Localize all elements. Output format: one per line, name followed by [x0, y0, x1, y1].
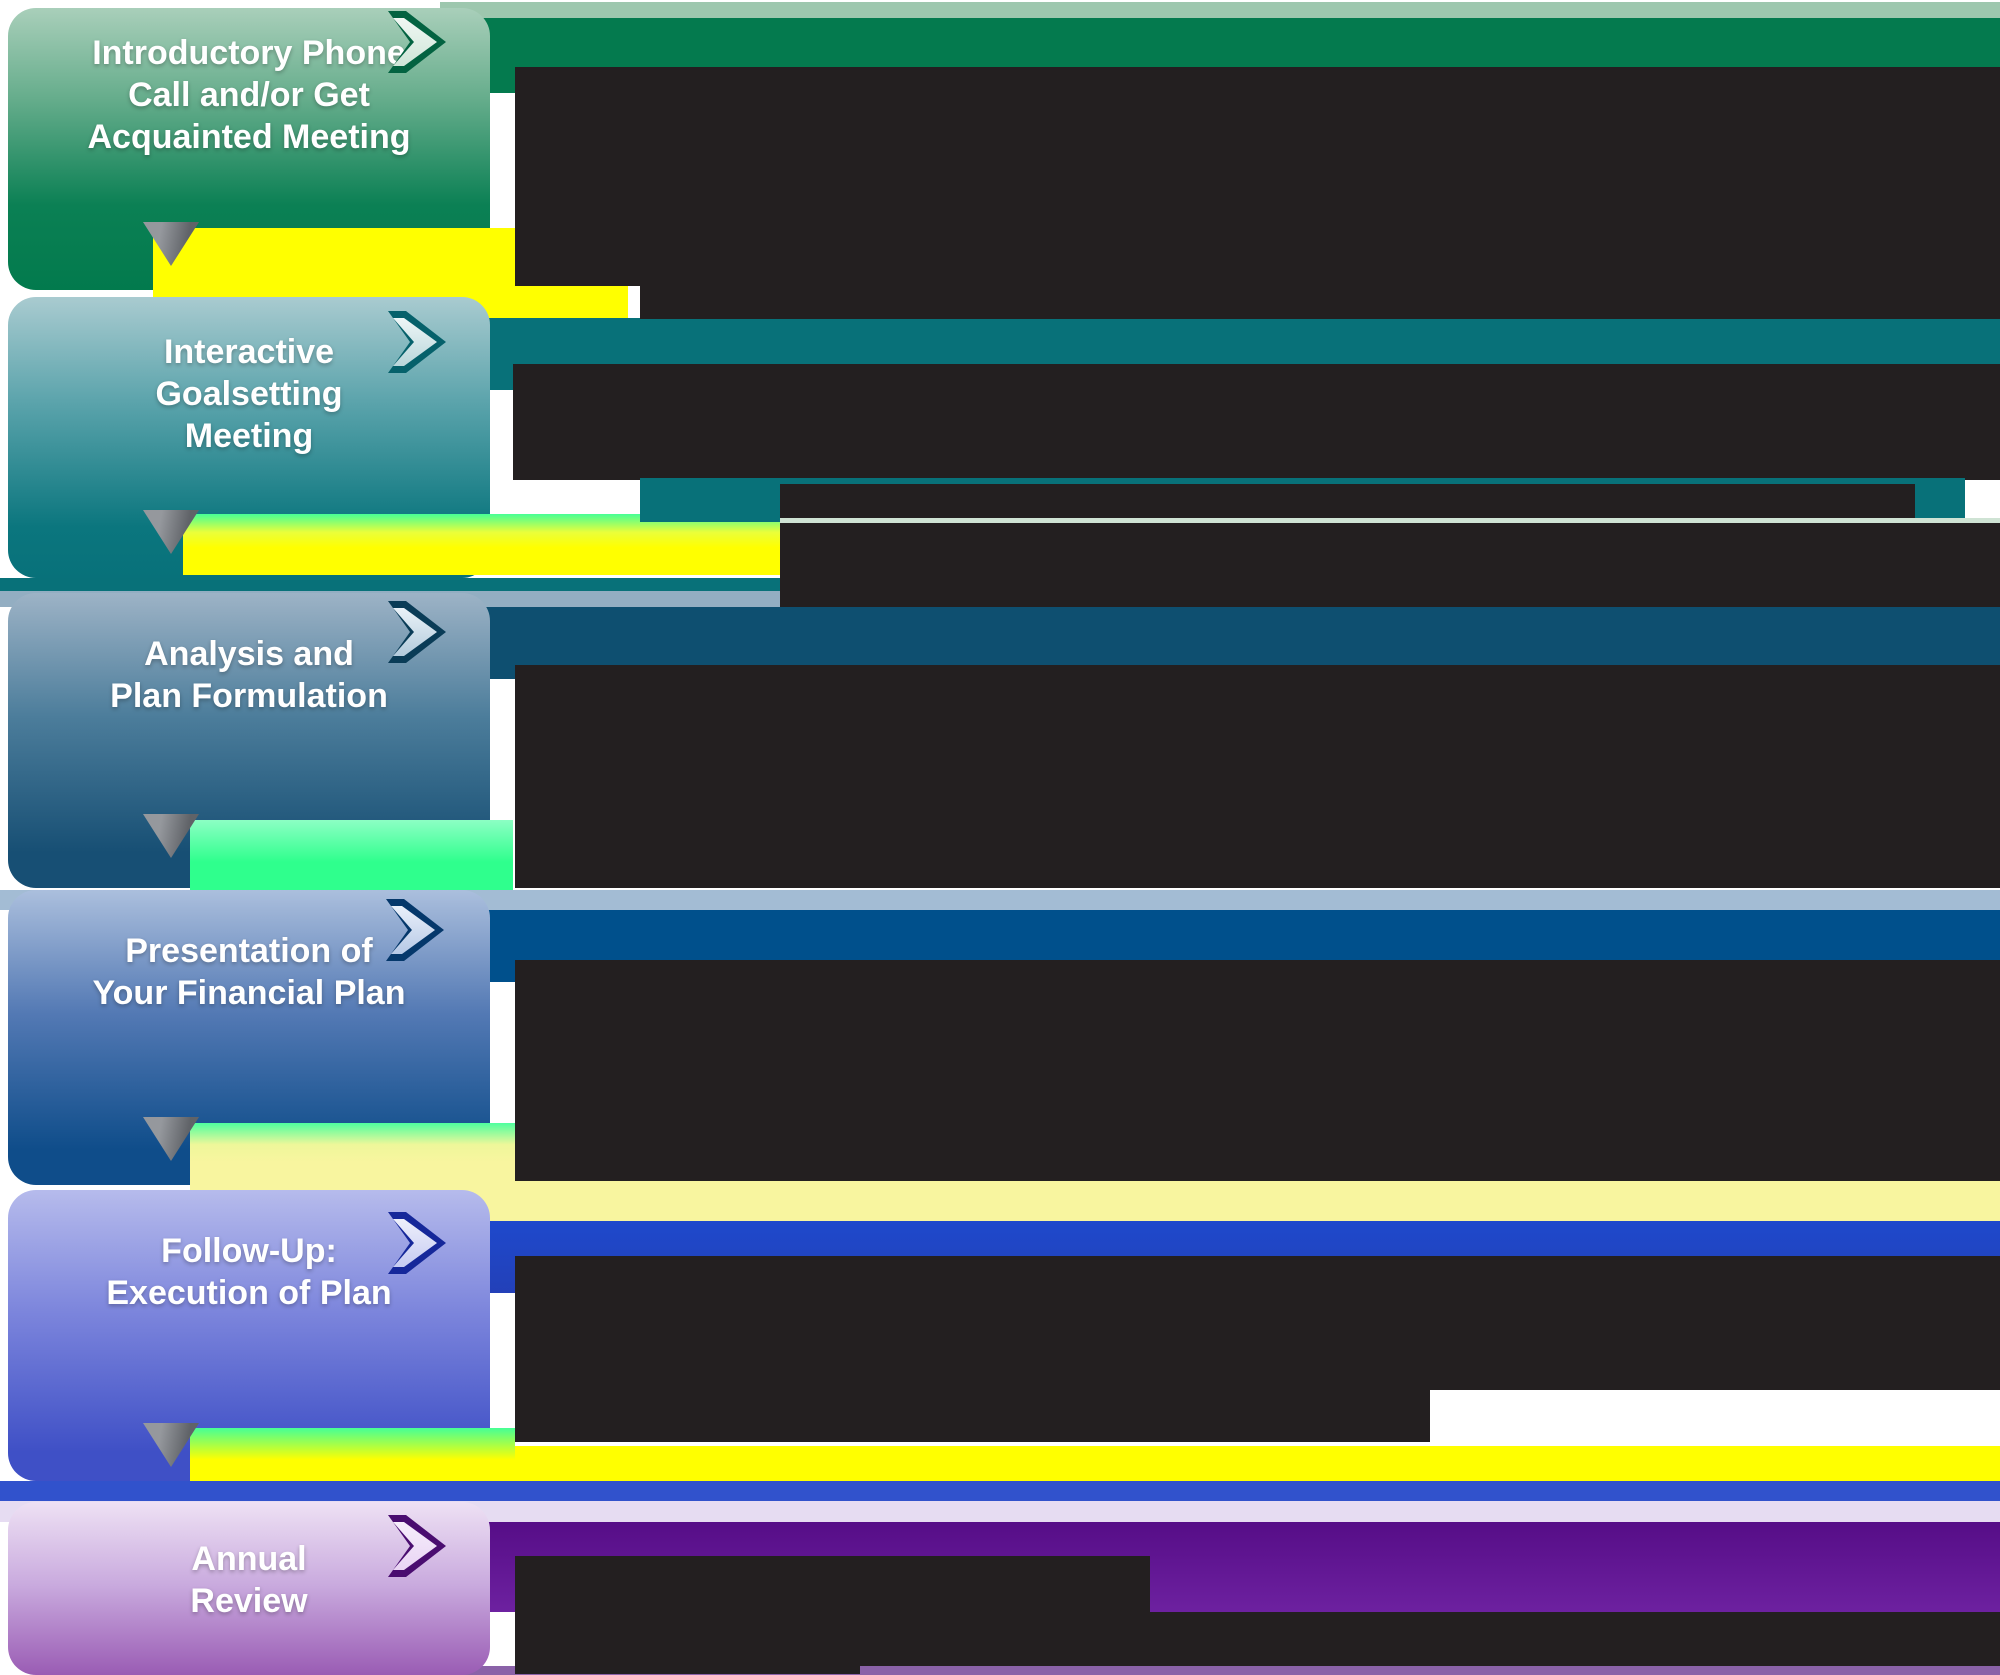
highlight-band-after-stage-4-right [515, 1181, 2000, 1221]
redacted-text-block-stage-6 [515, 1612, 2000, 1666]
stage-2-label: Interactive Goalsetting Meeting [155, 333, 343, 455]
highlight-band-after-stage-5-left [190, 1428, 515, 1481]
redacted-text-block-stage-4 [515, 960, 2000, 1181]
redacted-text-block-stage-6-tail [515, 1666, 860, 1674]
highlight-band-after-stage-3 [190, 820, 513, 890]
redacted-text-block-stage-2-lower [780, 523, 2000, 607]
stage-4-label: Presentation of Your Financial Plan [92, 932, 406, 1012]
redacted-text-block-stage-1 [515, 67, 2000, 286]
chevron-right-icon [388, 1212, 446, 1274]
redacted-heading-stage-2 [780, 484, 1915, 518]
chevron-right-icon [388, 1515, 446, 1577]
highlight-band-after-stage-2 [183, 514, 790, 575]
stage-1-label: Introductory Phone Call and/or Get Acqua… [87, 34, 411, 156]
redacted-text-block-stage-2 [513, 364, 2000, 480]
chevron-right-icon [386, 899, 444, 961]
stage-1-bar-bevel [440, 2, 2000, 18]
chevron-right-icon [388, 601, 446, 663]
royal-divider-rule [0, 1481, 2000, 1501]
stage-6-bar-bevel [0, 1501, 2000, 1522]
chevron-right-icon [388, 11, 446, 73]
stage-5-label: Follow-Up: Execution of Plan [106, 1232, 392, 1312]
redacted-text-block-stage-5-tail [515, 1390, 1430, 1442]
redacted-text-block-stage-6-left [515, 1556, 1150, 1612]
chevron-right-icon [388, 311, 446, 373]
stage-2-pale-underline [780, 518, 2000, 523]
highlight-band-after-stage-5-right [515, 1446, 2000, 1481]
redacted-text-block-stage-3 [515, 665, 2000, 888]
stage-6-label: Annual Review [190, 1540, 308, 1620]
redacted-text-block-stage-5 [515, 1256, 2000, 1390]
stage-4-bar-bevel [0, 890, 2000, 910]
redacted-text-block-stage-1-tail [640, 286, 2000, 319]
bottom-mauve-rule [440, 1666, 2000, 1675]
stage-3-label: Analysis and Plan Formulation [110, 635, 388, 715]
